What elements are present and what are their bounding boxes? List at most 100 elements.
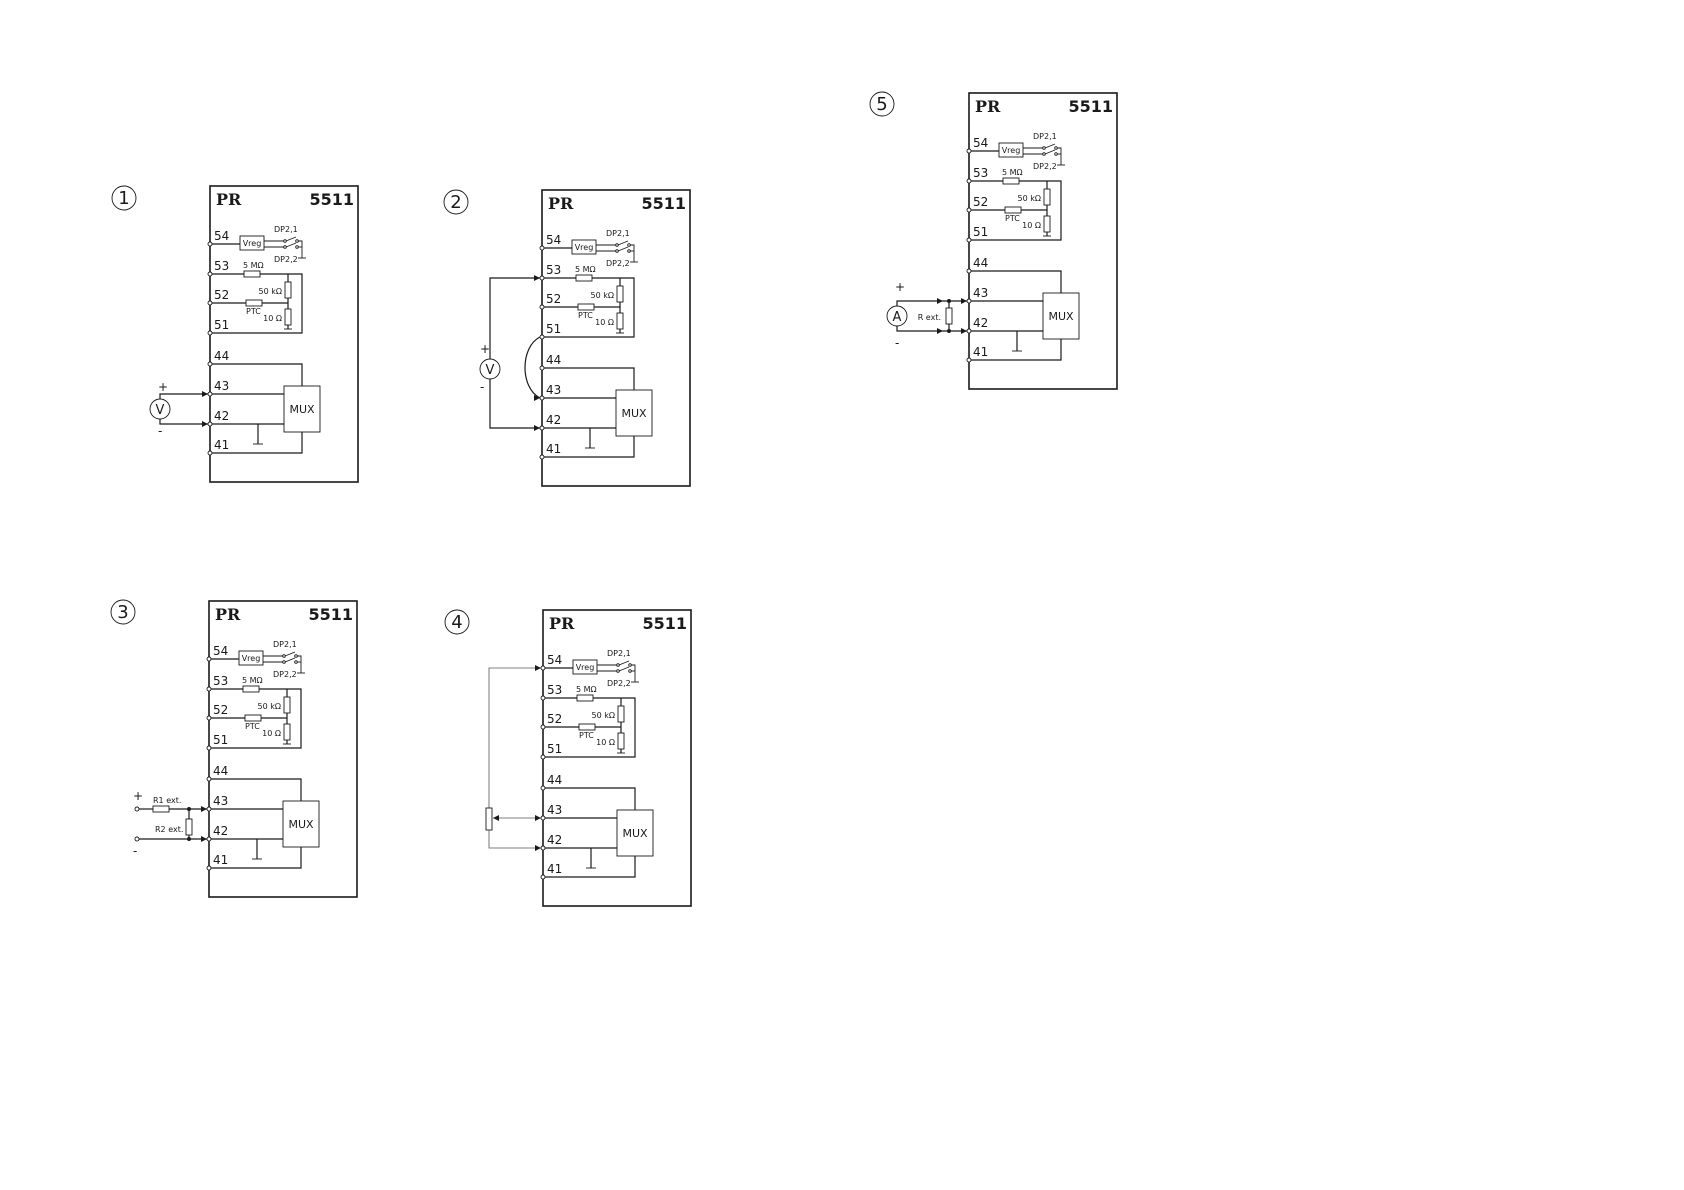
resistor-label-10ohm: 10 Ω xyxy=(1022,221,1041,230)
wire xyxy=(297,655,302,673)
arrow-head xyxy=(202,421,208,427)
switch-pin xyxy=(1042,152,1046,156)
terminal-label-43: 43 xyxy=(213,794,228,808)
terminal-44 xyxy=(207,361,213,367)
regulator-label: Vreg xyxy=(1002,146,1021,155)
wire xyxy=(211,688,302,749)
diagram-number-3: 3 xyxy=(117,602,128,623)
terminal-44 xyxy=(966,268,972,274)
terminal-label-51: 51 xyxy=(213,733,228,747)
terminal-label-53: 53 xyxy=(213,674,228,688)
diagram-4-external xyxy=(485,665,541,851)
terminal-label-42: 42 xyxy=(214,409,229,423)
diagram-2-external: V+- xyxy=(479,275,541,431)
resistor-label-10ohm: 10 Ω xyxy=(595,318,614,327)
switch-label-dp21: DP2,1 xyxy=(273,640,297,649)
resistor-5mohm xyxy=(576,694,594,702)
terminal-41 xyxy=(540,874,546,880)
terminal-44 xyxy=(539,365,545,371)
diagram-number-circle-1 xyxy=(111,185,137,211)
regulator-box xyxy=(571,239,597,255)
terminal-label-44: 44 xyxy=(214,349,229,363)
arrow-head xyxy=(535,845,541,851)
diagram-1-external: V+- xyxy=(149,380,208,438)
wire xyxy=(896,300,967,306)
mux-label: MUX xyxy=(1048,310,1074,323)
resistor-r-ext xyxy=(945,307,953,325)
switch-pin xyxy=(1054,152,1058,156)
resistor-r1-ext xyxy=(152,805,170,813)
arrow-head xyxy=(937,298,943,304)
switch-label-dp21: DP2,1 xyxy=(1033,132,1057,141)
terminal-52 xyxy=(539,304,545,310)
switch-pin xyxy=(627,243,631,247)
resistor-label-50kohm: 50 kΩ xyxy=(592,711,615,720)
input-terminal xyxy=(134,806,140,812)
terminal-label-42: 42 xyxy=(973,316,988,330)
terminal-label-51: 51 xyxy=(973,225,988,239)
junction-dot xyxy=(187,807,191,811)
switch-pin xyxy=(294,654,298,658)
mux-label: MUX xyxy=(288,818,314,831)
terminal-54 xyxy=(539,245,545,251)
resistor-label-5mohm: 5 MΩ xyxy=(1002,168,1023,177)
resistor-label-10ohm: 10 Ω xyxy=(596,738,615,747)
terminal-41 xyxy=(207,450,213,456)
switch-pin xyxy=(628,663,632,667)
terminal-label-44: 44 xyxy=(213,764,228,778)
arrow-head xyxy=(202,391,208,397)
jumper-51-43 xyxy=(524,336,541,399)
terminal-41 xyxy=(539,454,545,460)
arrow-head xyxy=(534,275,540,281)
terminal-43 xyxy=(539,395,545,401)
terminal-44 xyxy=(540,785,546,791)
terminal-42 xyxy=(206,836,212,842)
model-number: 5511 xyxy=(642,614,687,633)
arrow-head xyxy=(937,328,943,334)
wire xyxy=(544,367,635,390)
terminal-53 xyxy=(540,695,546,701)
diagram-number-circle-3 xyxy=(110,599,136,625)
resistor-10ohm xyxy=(616,312,624,330)
terminal-label-42: 42 xyxy=(213,824,228,838)
resistor-50kohm xyxy=(1043,188,1051,206)
terminal-label-51: 51 xyxy=(214,318,229,332)
wire xyxy=(545,697,636,758)
switch-label-dp22: DP2,2 xyxy=(274,255,298,264)
regulator-label: Vreg xyxy=(243,239,262,248)
diagram-number-5: 5 xyxy=(876,94,887,115)
switch-label-dp21: DP2,1 xyxy=(606,229,630,238)
terminal-52 xyxy=(207,300,213,306)
terminal-42 xyxy=(966,328,972,334)
switch-label-dp22: DP2,2 xyxy=(273,670,297,679)
resistor-label-5mohm: 5 MΩ xyxy=(575,265,596,274)
terminal-label-41: 41 xyxy=(213,853,228,867)
terminal-54 xyxy=(966,148,972,154)
wire xyxy=(896,326,967,332)
switch-label-dp21: DP2,1 xyxy=(274,225,298,234)
resistor-ptc xyxy=(577,303,595,311)
polarity-minus: - xyxy=(133,844,137,858)
terminal-41 xyxy=(966,357,972,363)
terminal-label-54: 54 xyxy=(547,653,562,667)
terminal-52 xyxy=(966,207,972,213)
switch-pin xyxy=(282,654,286,658)
terminal-51 xyxy=(540,754,546,760)
terminal-label-41: 41 xyxy=(546,442,561,456)
arrow-head xyxy=(961,298,967,304)
diagram-number-circle-2 xyxy=(443,189,469,215)
voltmeter-label: V xyxy=(156,403,165,418)
switch-pin xyxy=(615,243,619,247)
switch-pin xyxy=(283,239,287,243)
arrow-head xyxy=(201,836,207,842)
wire xyxy=(631,664,636,682)
terminal-42 xyxy=(207,421,213,427)
arrow-head xyxy=(535,665,541,671)
resistor-10ohm xyxy=(617,732,625,750)
resistor-label-r2: R2 ext. xyxy=(155,825,183,834)
terminal-51 xyxy=(206,745,212,751)
switch-contact xyxy=(284,651,296,657)
resistor-label-10ohm: 10 Ω xyxy=(263,314,282,323)
